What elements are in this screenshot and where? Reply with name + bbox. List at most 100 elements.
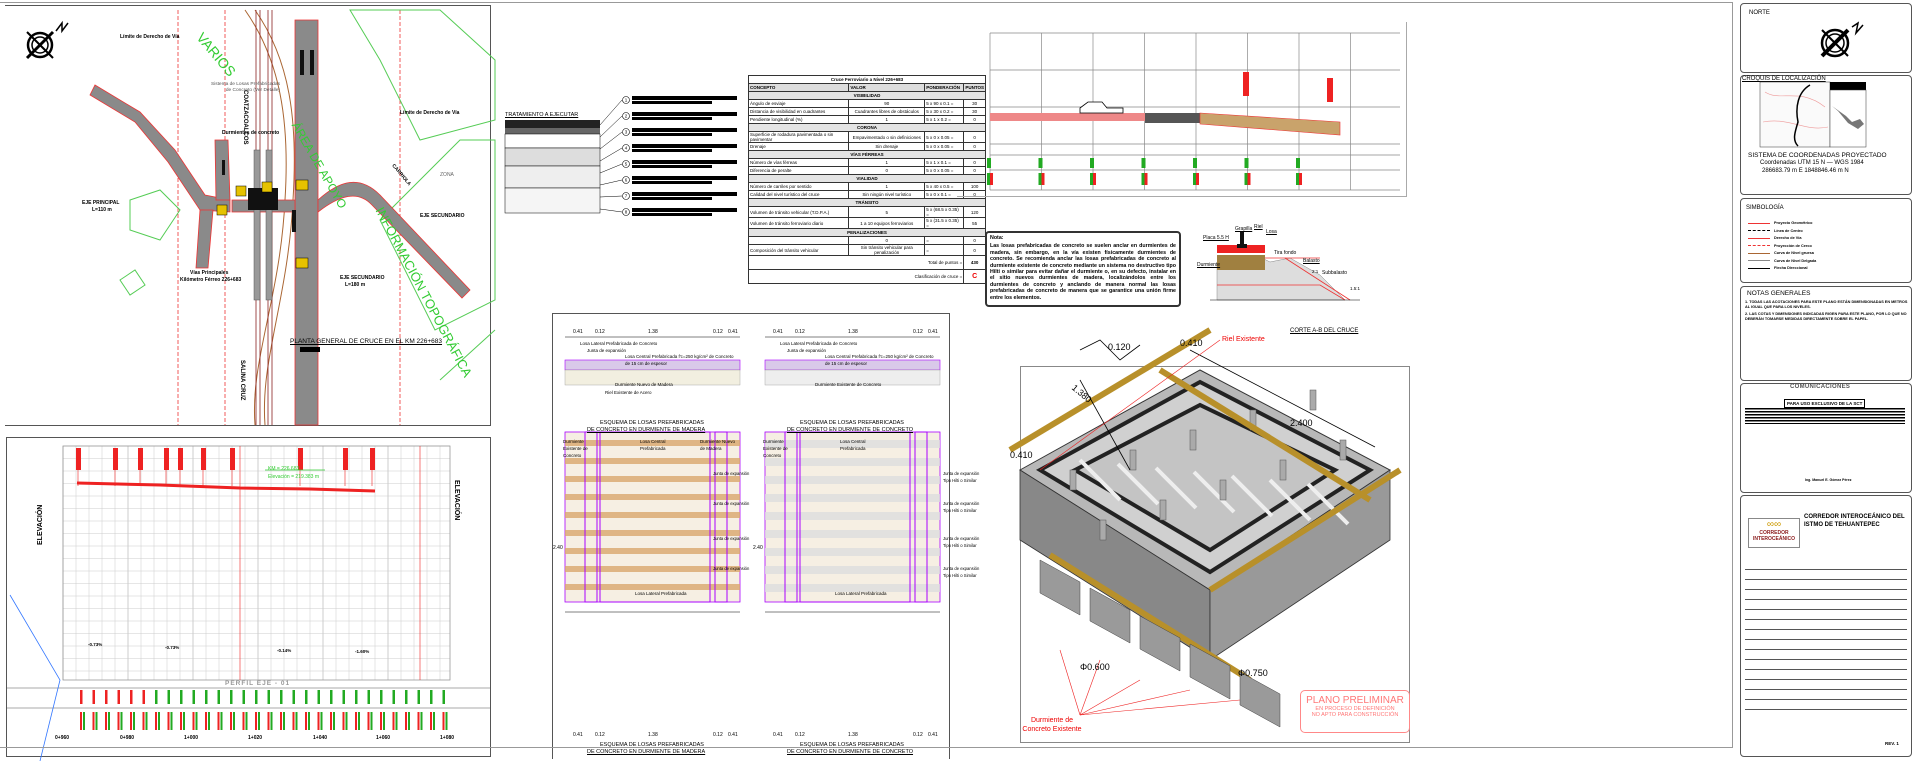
callout-text-bar <box>632 112 737 116</box>
cut-fill-value <box>205 690 208 704</box>
junta-label: Junta de expansión Tipo Hilti o Similar <box>943 536 980 548</box>
symbol-label: Curva de Nivel gruesa <box>1774 251 1814 255</box>
cut-fill-value <box>117 690 120 704</box>
station-label-mark <box>343 448 348 470</box>
callout-leader <box>599 99 623 126</box>
callout-leader <box>599 147 623 162</box>
rail <box>1008 327 1212 453</box>
dim-label: 1.38 <box>648 732 658 738</box>
elev-value <box>292 712 295 730</box>
stamp-line-2: EN PROCESO DE DEFINICIÓN <box>1315 706 1395 712</box>
cut-fill-value <box>180 690 183 704</box>
elev-value <box>180 712 182 730</box>
nota-2: 2. LAS COTAS Y DIMENSIONES INDICADAS RIG… <box>1745 312 1907 321</box>
riel-existente-label: Riel Existente <box>1222 336 1265 343</box>
class-label: Clasificación de cruce = <box>747 269 965 284</box>
dim-label: 1.38 <box>848 732 858 738</box>
elev-value <box>345 712 348 730</box>
elev-value <box>358 712 360 730</box>
cut-fill-value <box>130 690 133 704</box>
sleeper <box>765 494 940 502</box>
anchor-post <box>1309 389 1317 411</box>
station-label: 1+000 <box>184 735 199 741</box>
cut-fill-value <box>417 690 420 704</box>
symbol-label: Derecho de Vía <box>1774 236 1802 240</box>
anchor-post <box>1069 469 1077 491</box>
green-marker <box>987 173 990 185</box>
cut-fill-value <box>142 690 145 704</box>
sleeper <box>565 512 740 518</box>
table-row: Volumen de tránsito vehicular (T.D.P.A.)… <box>747 206 986 218</box>
callout-number: 8 <box>625 210 628 215</box>
elev-value <box>242 712 245 730</box>
red-marker <box>1144 173 1148 185</box>
elev-value <box>383 712 385 730</box>
location-map <box>1759 81 1867 148</box>
anchor-post <box>1129 449 1137 471</box>
callout: 8 <box>599 208 737 216</box>
plan-drawing <box>25 9 496 426</box>
green-marker <box>1244 158 1249 168</box>
callout-text-bar <box>632 192 737 196</box>
sleeper-band <box>1078 458 1122 502</box>
plan-label: Losa Central Prefabricada <box>640 439 666 451</box>
cut-fill-value <box>280 690 283 704</box>
callout-text-bar <box>632 128 737 132</box>
cut-fill-value <box>392 690 395 704</box>
grade-label: -0.14% <box>277 648 292 653</box>
plan-scale-bar <box>300 347 320 352</box>
eje-principal-length: L=110 m <box>92 207 112 213</box>
callout: 1 <box>599 96 737 126</box>
note-text: Las losas prefabricadas de concreto se s… <box>990 243 1176 301</box>
dim-label: 0.41 <box>573 329 583 335</box>
sct-text <box>1745 408 1905 424</box>
croquis-box <box>1740 75 1912 195</box>
rail-band <box>914 431 928 603</box>
durmientes-label: Durmientes de concreto <box>222 130 280 136</box>
junta-label: Junta de expansión Tipo Hilti o Similar <box>943 471 980 483</box>
durmiente-label: Durmiente <box>1197 262 1221 268</box>
elev-value <box>392 712 395 730</box>
station-label: 0+960 <box>55 735 70 741</box>
title-block-grid <box>1745 560 1907 710</box>
callout-text-bar <box>632 160 737 164</box>
coord-title: SISTEMA DE COORDENADAS PROYECTADO <box>1748 152 1887 159</box>
anchor-post <box>1339 439 1347 461</box>
esquema-panel <box>552 313 950 759</box>
dim-label: 0.12 <box>713 329 723 335</box>
grade-label: -0.73% <box>88 642 103 647</box>
sleeper <box>765 584 940 592</box>
green-marker <box>1038 158 1043 168</box>
height-dim-label: 2.40 <box>753 545 763 551</box>
callout-text-bar <box>632 208 737 212</box>
callout-circle <box>622 112 630 120</box>
callout-circle <box>622 192 630 200</box>
cut-fill-value <box>405 690 408 704</box>
cut-fill-value <box>242 690 245 704</box>
elev-value <box>145 712 148 730</box>
plan-label: Durmiente Existente de Concreto <box>763 439 788 458</box>
preliminary-stamp: PLANO PRELIMINAR EN PROCESO DE DEFINICIÓ… <box>1300 690 1410 733</box>
dim-line <box>1079 339 1141 361</box>
symbol-line-icon <box>1748 260 1770 261</box>
cut-fill-value <box>217 690 220 704</box>
elev-value <box>417 712 420 730</box>
plan-label: Losa Central Prefabricada <box>840 439 866 451</box>
symbol-line-icon <box>1748 222 1770 224</box>
cut-fill-value <box>330 690 333 704</box>
sleeper-band <box>1116 462 1160 506</box>
sleeper-band <box>1268 478 1312 522</box>
losa-label: Losa <box>1266 229 1277 235</box>
callout: 2 <box>599 112 737 138</box>
north-arrow-icon <box>1820 21 1864 58</box>
elev-value <box>342 712 345 730</box>
vias-km-label: Kilómetro Férreo 226+683 <box>180 277 242 283</box>
note-title: Nota: <box>990 235 1004 241</box>
elev-value <box>355 712 357 730</box>
elev-value <box>245 712 248 730</box>
cut-fill-value <box>355 690 358 704</box>
coord-system: Coordenadas UTM 15 N — WGS 1984 <box>1760 160 1864 166</box>
station-label-mark <box>178 448 183 470</box>
